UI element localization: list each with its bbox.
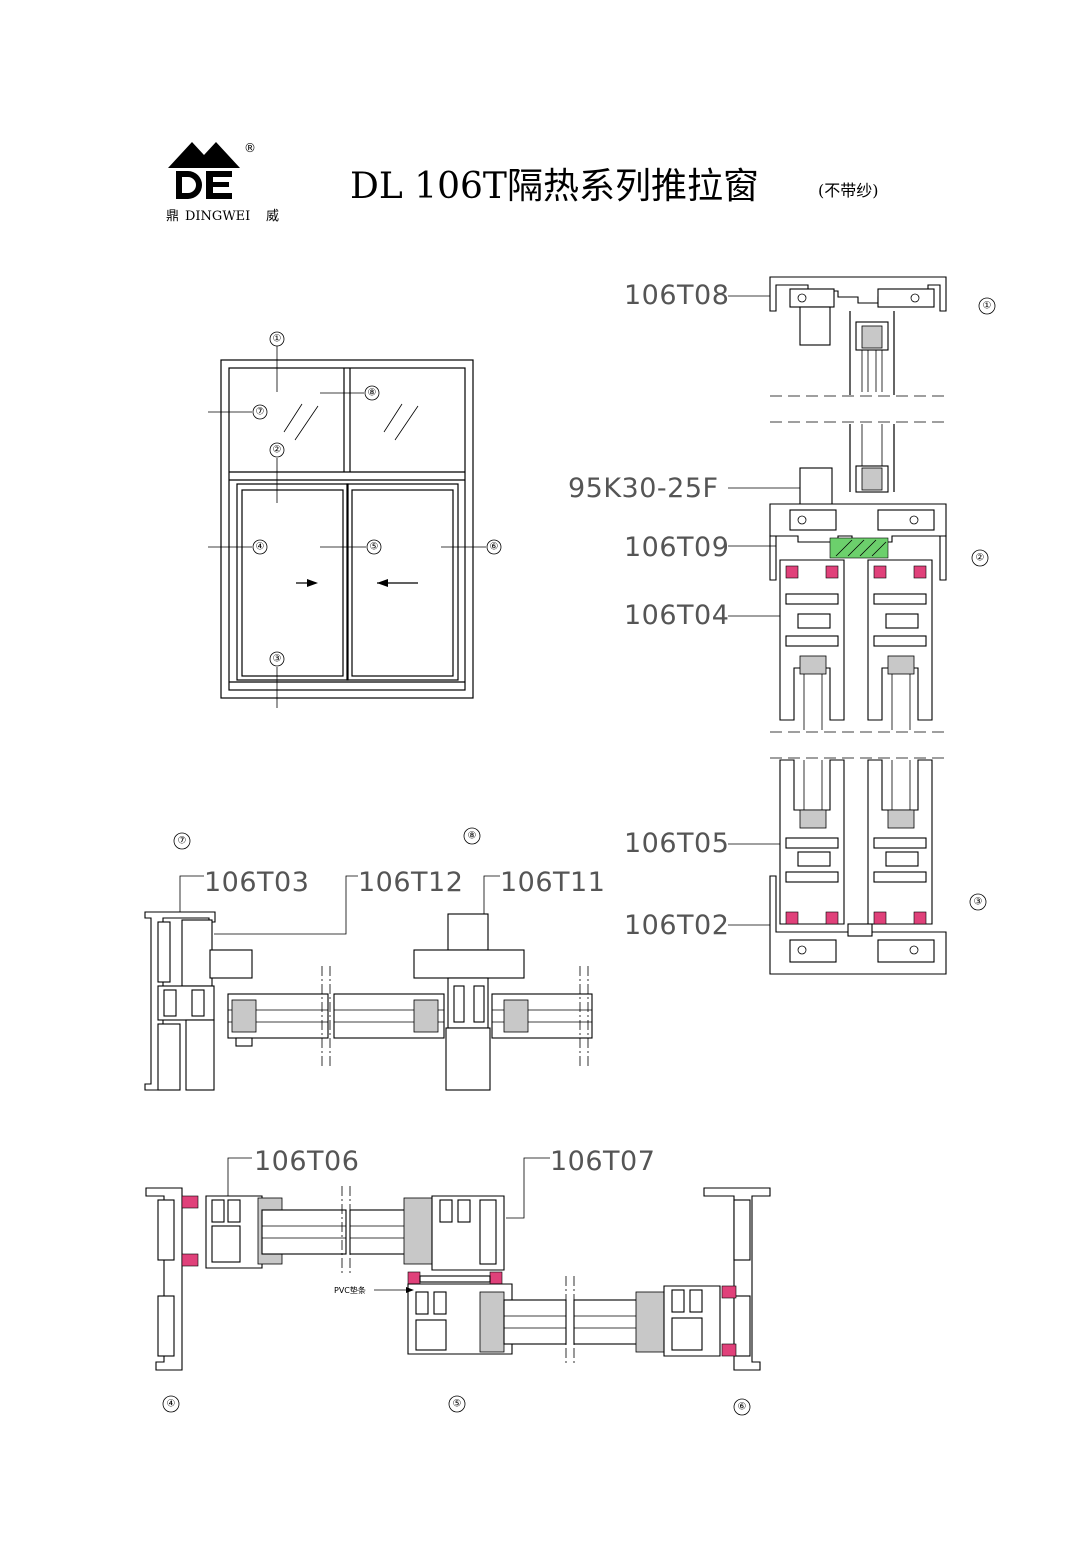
elevation-marker-3: ③: [269, 651, 285, 667]
elevation-marker-1: ①: [269, 331, 285, 347]
elevation-marker-8: ⑧: [364, 385, 380, 401]
section-8-marker: ⑧: [463, 827, 481, 845]
window-elevation: [208, 346, 486, 708]
label-106T05: 106T05: [624, 828, 729, 859]
section-marker-1: ①: [978, 297, 996, 315]
svg-text:⑤: ⑤: [370, 542, 379, 553]
page-subtitle: (不带纱): [818, 181, 879, 200]
brand-left-char: 鼎: [166, 209, 179, 224]
label-106T08: 106T08: [624, 280, 729, 311]
section-4-5-6-drawing: [145, 1186, 771, 1371]
svg-text:⑥: ⑥: [490, 542, 499, 553]
vertical-section-top: [769, 276, 947, 397]
svg-text:③: ③: [974, 897, 983, 908]
section-marker-6: ⑥: [733, 1398, 751, 1416]
svg-text:④: ④: [167, 1399, 176, 1410]
svg-text:⑦: ⑦: [178, 836, 187, 847]
label-106T09: 106T09: [624, 532, 729, 563]
brand-right-char: 威: [266, 209, 279, 224]
brand-name: DINGWEI: [185, 209, 250, 224]
svg-text:③: ③: [273, 654, 282, 665]
label-106T07: 106T07: [550, 1146, 655, 1177]
svg-text:⑤: ⑤: [453, 1399, 462, 1410]
elevation-marker-4: ④: [252, 539, 268, 555]
vertical-section-bottom: [769, 757, 947, 975]
label-106T02: 106T02: [624, 910, 729, 941]
label-106T12: 106T12: [358, 867, 463, 898]
elevation-marker-7: ⑦: [252, 404, 268, 420]
section-marker-3: ③: [969, 893, 987, 911]
inner-frame: [228, 367, 466, 691]
svg-text:④: ④: [256, 542, 265, 553]
svg-text:⑧: ⑧: [468, 831, 477, 842]
company-logo: ® 鼎 DINGWEI 威: [166, 141, 279, 224]
section-marker-4: ④: [162, 1395, 180, 1413]
label-106T04: 106T04: [624, 600, 729, 631]
section-7-marker: ⑦: [173, 832, 191, 850]
svg-text:②: ②: [976, 553, 985, 564]
label-95K30-25F: 95K30-25F: [568, 473, 719, 504]
svg-text:②: ②: [273, 445, 282, 456]
svg-text:①: ①: [273, 334, 282, 345]
elevation-marker-6: ⑥: [486, 539, 502, 555]
elevation-marker-5: ⑤: [366, 539, 382, 555]
section-7-8-drawing: [144, 911, 593, 1091]
svg-text:①: ①: [983, 301, 992, 312]
page-title: DL 106T隔热系列推拉窗: [350, 166, 759, 207]
svg-text:⑧: ⑧: [368, 388, 377, 399]
vertical-section-middle: [769, 421, 947, 733]
pvc-strip-note: PVC垫条: [334, 1285, 366, 1295]
svg-text:⑦: ⑦: [256, 407, 265, 418]
thermal-break-strip: [829, 537, 889, 559]
section-marker-2: ②: [971, 549, 989, 567]
registered-mark: ®: [244, 141, 256, 155]
label-106T11: 106T11: [500, 867, 605, 898]
left-sash: [236, 483, 349, 681]
right-sash: [346, 483, 459, 681]
outer-frame: [220, 359, 474, 699]
label-106T06: 106T06: [254, 1146, 359, 1177]
svg-text:⑥: ⑥: [738, 1402, 747, 1413]
section-marker-5: ⑤: [448, 1395, 466, 1413]
elevation-marker-2: ②: [269, 442, 285, 458]
label-106T03: 106T03: [204, 867, 309, 898]
